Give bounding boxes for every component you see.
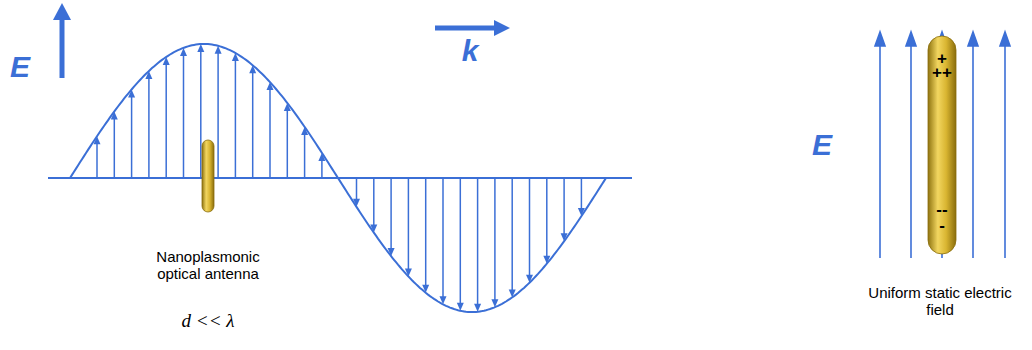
arrow-head <box>180 48 187 56</box>
field-vector <box>165 63 167 178</box>
arrow-head <box>353 199 360 207</box>
arrow-head <box>370 225 377 233</box>
field-vector <box>200 50 202 178</box>
field-vector <box>304 133 306 178</box>
field-vector <box>114 118 116 179</box>
field-vector <box>217 52 219 178</box>
arrow-head <box>163 57 170 65</box>
field-vector <box>494 178 496 301</box>
field-direction-arrow <box>60 16 65 78</box>
field-vector <box>287 109 289 178</box>
size-condition: d << λ <box>182 310 235 332</box>
arrow-head <box>526 275 533 283</box>
arrow-head <box>561 233 568 241</box>
arrow-head <box>197 44 204 52</box>
field-vector <box>442 178 444 298</box>
field-vector <box>529 178 531 277</box>
field-vector <box>563 178 565 235</box>
field-vector <box>148 77 150 178</box>
charge-sign: ++ <box>932 64 952 81</box>
arrow-head <box>440 296 447 304</box>
field-vector <box>321 159 323 178</box>
arrow-head <box>128 89 135 97</box>
field-symbol: E <box>10 50 30 85</box>
field-vector <box>390 178 392 250</box>
arrow-head <box>388 248 395 256</box>
arrow-head <box>494 20 510 36</box>
arrow-head <box>284 103 291 111</box>
field-vector <box>235 59 237 178</box>
field-vector <box>269 88 271 178</box>
arrow-head <box>578 208 585 216</box>
field-vector <box>96 142 98 178</box>
field-caption: Uniform static electric field <box>855 284 1025 319</box>
arrow-head <box>405 269 412 277</box>
field-vector <box>183 54 185 178</box>
field-vector <box>460 178 462 305</box>
arrow-head <box>543 256 550 264</box>
arrow-head <box>249 65 256 73</box>
arrow-head <box>474 304 481 312</box>
uniform-field-lines <box>875 32 1010 258</box>
wave-group <box>70 44 606 312</box>
field-vector <box>477 178 479 306</box>
field-vector <box>131 95 133 178</box>
charge-sign: - <box>939 217 945 234</box>
arrow-head <box>53 3 71 20</box>
wave-vector-arrow <box>435 26 496 31</box>
arrow-head <box>232 53 239 61</box>
field-vector <box>511 178 513 291</box>
arrow-head <box>457 303 464 311</box>
sine-envelope <box>70 44 606 312</box>
charge-sign: -- <box>936 201 947 218</box>
field-symbol: E <box>812 128 832 163</box>
wave-vector-symbol: k <box>462 34 479 69</box>
arrow-head <box>215 46 222 54</box>
arrow-head <box>509 289 516 297</box>
field-vector <box>425 178 427 287</box>
arrow-head <box>318 153 325 161</box>
arrow-head <box>145 71 152 79</box>
antenna-rod <box>202 140 214 212</box>
field-vector <box>546 178 548 258</box>
field-vector <box>581 178 583 210</box>
field-vector <box>356 178 358 201</box>
wave-axis <box>48 177 632 179</box>
field-vector <box>252 71 254 178</box>
arrow-head <box>94 136 101 144</box>
arrow-head <box>491 299 498 307</box>
arrow-head <box>422 285 429 293</box>
arrow-head <box>301 127 308 135</box>
antenna-rod <box>928 36 956 254</box>
field-vector <box>408 178 410 271</box>
field-vector <box>373 178 375 227</box>
antenna-caption: Nanoplasmonic optical antenna <box>143 248 273 283</box>
arrow-head <box>111 112 118 120</box>
arrow-head <box>267 82 274 90</box>
